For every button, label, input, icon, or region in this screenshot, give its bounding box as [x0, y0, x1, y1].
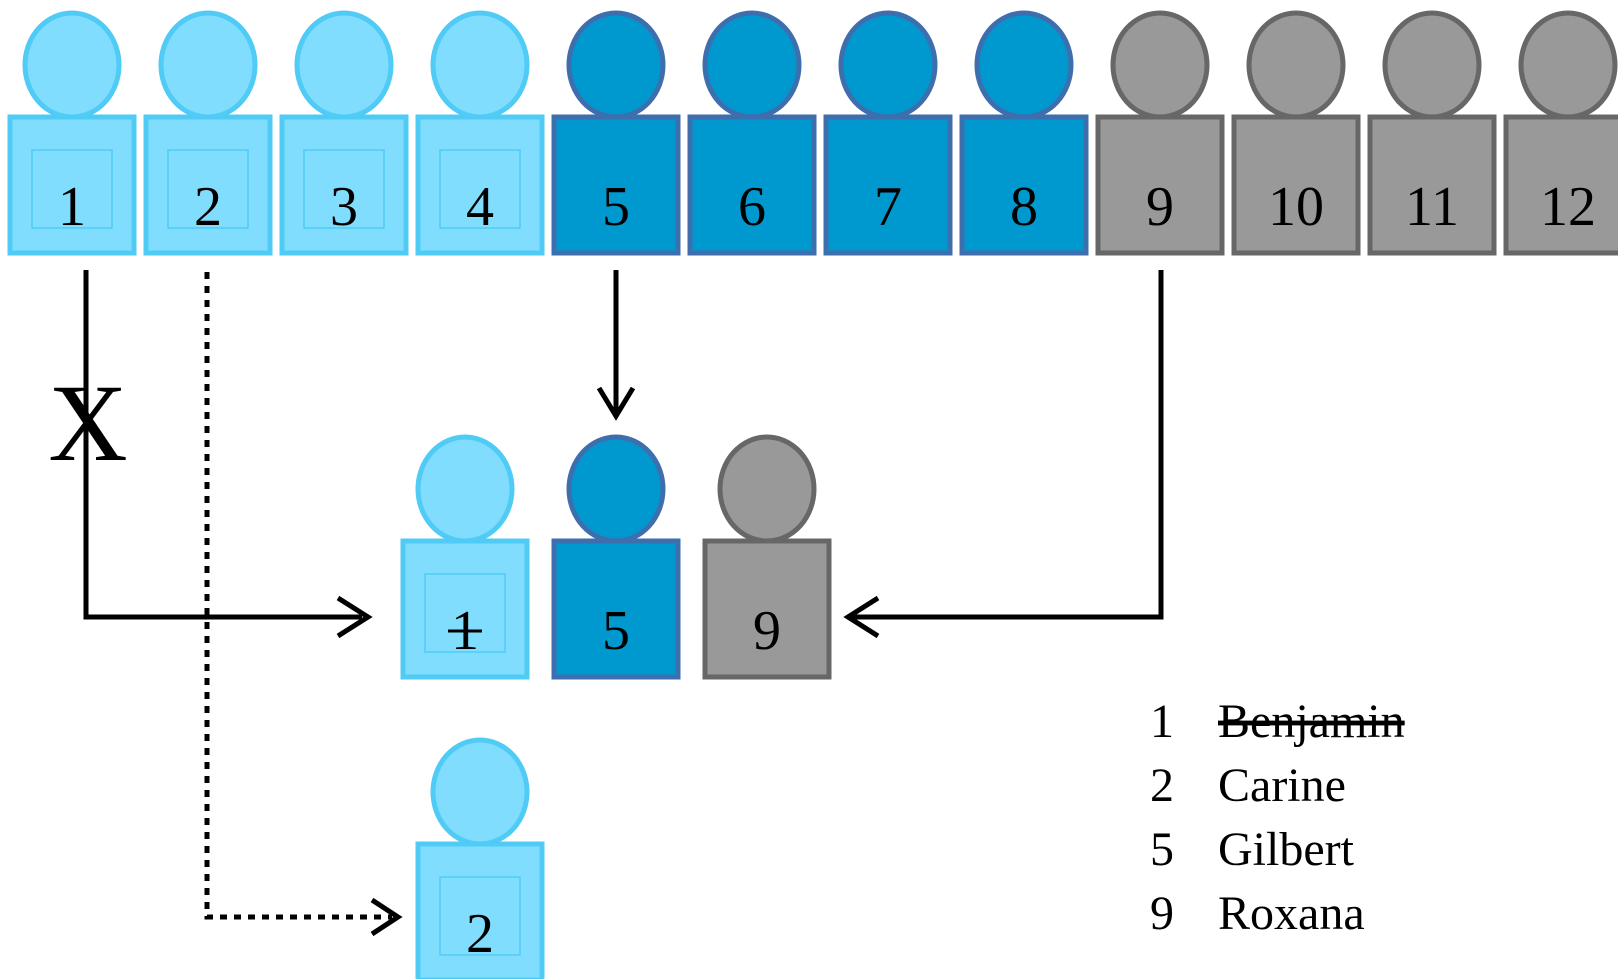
- person-head: [158, 10, 258, 120]
- person-inner-frame: [439, 149, 521, 229]
- person-head: [1110, 10, 1210, 120]
- person-inner-frame: [424, 573, 506, 653]
- person-8: 8: [959, 10, 1089, 256]
- person-7: 7: [823, 10, 953, 256]
- person-head: [430, 737, 530, 847]
- person-number: 9: [1146, 176, 1174, 238]
- legend-row: 9 Roxana: [1150, 887, 1365, 940]
- person-body: [551, 114, 681, 256]
- legend-row: 2 Carine: [1150, 759, 1346, 812]
- person-body: [279, 114, 409, 256]
- person-body: [1231, 114, 1361, 256]
- person-4: 4: [415, 10, 545, 256]
- person-number: 2: [194, 176, 222, 238]
- person-1: 1: [7, 10, 137, 256]
- legend-row: 1 Benjamin: [1150, 695, 1405, 748]
- person-inner-frame: [167, 149, 249, 229]
- person-6: 6: [687, 10, 817, 256]
- person-5: 5: [551, 434, 681, 680]
- person-head: [294, 10, 394, 120]
- legend-name: Roxana: [1218, 887, 1365, 940]
- person-head: [717, 434, 817, 544]
- legend-name: Benjamin: [1218, 695, 1405, 748]
- legend-name: Gilbert: [1218, 823, 1355, 876]
- person-11: 11: [1367, 10, 1497, 256]
- arrowhead-person-2: [370, 897, 403, 937]
- legend-name: Carine: [1218, 759, 1346, 812]
- person-number: 4: [466, 176, 494, 238]
- person-number: 12: [1540, 176, 1596, 238]
- connectors: [83, 270, 1164, 937]
- person-body: [415, 114, 545, 256]
- person-head: [415, 434, 515, 544]
- person-body: [143, 114, 273, 256]
- person-2: 2: [143, 10, 273, 256]
- person-head: [974, 10, 1074, 120]
- legend-number: 9: [1150, 887, 1174, 940]
- arrowhead-person-1: [336, 595, 373, 639]
- person-9: 9: [1095, 10, 1225, 256]
- person-inner-frame: [439, 876, 521, 956]
- person-number: 1: [58, 176, 86, 238]
- person-body: [7, 114, 137, 256]
- person-inner-frame: [303, 149, 385, 229]
- person-body: [959, 114, 1089, 256]
- person-head: [1246, 10, 1346, 120]
- person-body: [702, 538, 832, 680]
- person-9: 9: [702, 434, 832, 680]
- arrowhead-person-9: [843, 595, 880, 639]
- person-body: [1095, 114, 1225, 256]
- person-3: 3: [279, 10, 409, 256]
- arrow-person-9-to-selected: [848, 270, 1164, 620]
- person-body: [1503, 114, 1618, 256]
- person-head: [838, 10, 938, 120]
- person-number: 2: [466, 903, 494, 965]
- person-number: 5: [602, 176, 630, 238]
- person-number: 9: [753, 600, 781, 662]
- person-body: [823, 114, 953, 256]
- legend-number: 1: [1150, 695, 1174, 748]
- legend: 1 Benjamin 2 Carine 5 Gilbert 9 Roxana: [1150, 695, 1405, 940]
- person-1: 1: [400, 434, 530, 680]
- person-body: [415, 841, 545, 979]
- person-body: [400, 538, 530, 680]
- person-10: 10: [1231, 10, 1361, 256]
- person-head: [566, 10, 666, 120]
- person-number: 6: [738, 176, 766, 238]
- arrow-person-1-to-selected: [83, 270, 362, 620]
- person-2: 2: [415, 737, 545, 979]
- person-body: [551, 538, 681, 680]
- person-body: [687, 114, 817, 256]
- person-12: 12: [1503, 10, 1618, 256]
- legend-number: 5: [1150, 823, 1174, 876]
- person-body: [1367, 114, 1497, 256]
- person-head: [1518, 10, 1618, 120]
- person-head: [430, 10, 530, 120]
- person-number: 10: [1268, 176, 1324, 238]
- person-head: [702, 10, 802, 120]
- person-inner-frame: [31, 149, 113, 229]
- dotted-arrow-person-2-to-replacement: [204, 272, 392, 920]
- selected-group: 1 5 9: [400, 434, 832, 680]
- person-5: 5: [551, 10, 681, 256]
- person-number: 8: [1010, 176, 1038, 238]
- person-number: 5: [602, 600, 630, 662]
- person-head: [1382, 10, 1482, 120]
- arrowhead-person-5: [596, 386, 636, 421]
- x-mark: X: [48, 362, 127, 484]
- person-number: 7: [874, 176, 902, 238]
- person-head: [22, 10, 122, 120]
- person-number: 11: [1405, 176, 1459, 238]
- replacement-group: 2: [415, 737, 545, 979]
- person-head: [566, 434, 666, 544]
- legend-number: 2: [1150, 759, 1174, 812]
- person-number: 3: [330, 176, 358, 238]
- legend-row: 5 Gilbert: [1150, 823, 1355, 876]
